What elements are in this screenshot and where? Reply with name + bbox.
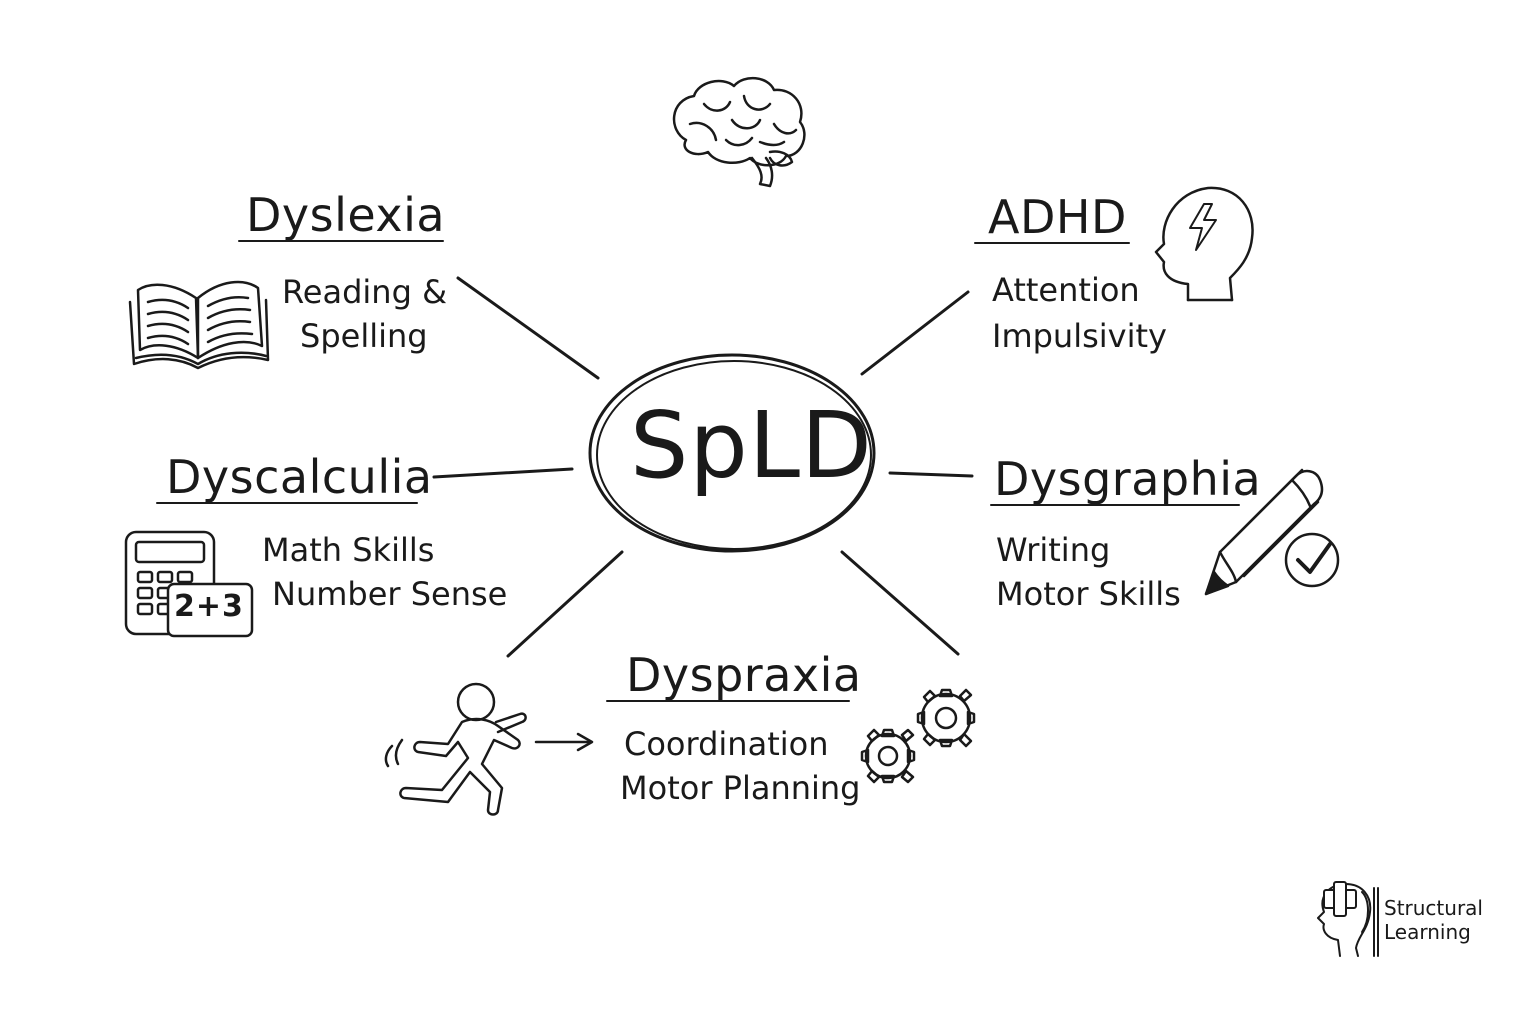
dyslexia-title: Dyslexia — [246, 188, 446, 242]
connector-dyspraxia-right — [840, 550, 960, 656]
logo-line-2: Learning — [1384, 920, 1471, 944]
connector-adhd — [860, 290, 970, 376]
connector-dyscalculia — [432, 467, 574, 479]
dyscalculia-underline — [156, 502, 418, 504]
logo-head-icon — [1317, 881, 1379, 957]
connector-dysgraphia — [888, 471, 974, 478]
dyslexia-underline — [238, 240, 444, 242]
dyscalculia-title: Dyscalculia — [166, 450, 433, 504]
arrow-icon — [534, 732, 594, 752]
center-label: SpLD — [630, 392, 873, 499]
adhd-underline — [974, 242, 1130, 244]
logo-line-1: Structural — [1384, 896, 1483, 920]
adhd-title: ADHD — [988, 190, 1127, 244]
dyslexia-line-1: Reading & — [282, 273, 448, 311]
open-book-icon — [128, 280, 270, 370]
connector-dyslexia — [456, 276, 600, 380]
adhd-line-2: Impulsivity — [992, 317, 1167, 355]
gears-icon — [860, 688, 976, 784]
dyspraxia-line-1: Coordination — [624, 725, 829, 763]
dysgraphia-underline — [990, 504, 1240, 506]
dysgraphia-line-1: Writing — [996, 531, 1111, 569]
dysgraphia-title: Dysgraphia — [994, 452, 1262, 506]
running-person-icon — [384, 682, 527, 816]
adhd-line-1: Attention — [992, 271, 1140, 309]
dyspraxia-title: Dyspraxia — [626, 648, 862, 702]
dyspraxia-underline — [606, 700, 850, 702]
pencil-check-icon — [1204, 468, 1340, 596]
dysgraphia-line-2: Motor Skills — [996, 575, 1181, 613]
calculator-icon — [124, 530, 254, 638]
head-lightning-icon — [1154, 186, 1254, 302]
calculator-display-text: 2+3 — [174, 589, 244, 624]
center-ellipse — [588, 353, 876, 553]
dyspraxia-line-2: Motor Planning — [620, 769, 861, 807]
brain-icon — [672, 77, 806, 188]
connector-dyspraxia-left — [506, 550, 624, 658]
dyscalculia-line-2: Number Sense — [272, 575, 508, 613]
dyscalculia-line-1: Math Skills — [262, 531, 435, 569]
dyslexia-line-2: Spelling — [300, 317, 428, 355]
